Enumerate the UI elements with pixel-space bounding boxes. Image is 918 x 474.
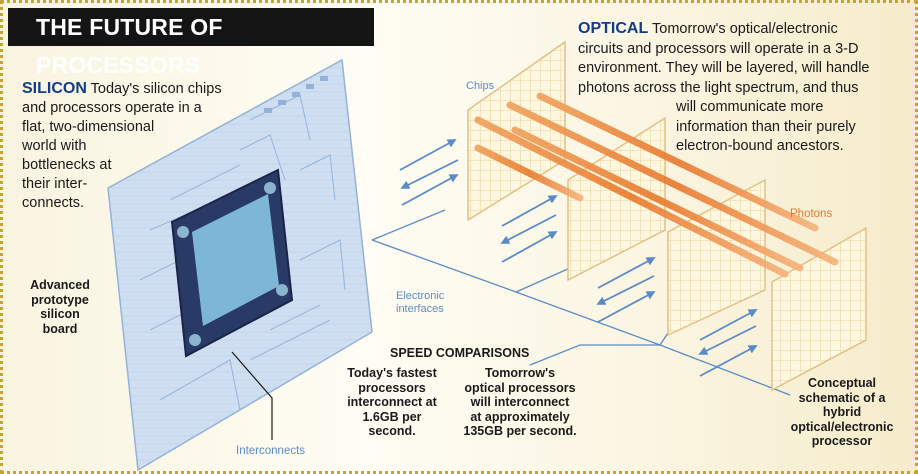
speed-today-line: 1.6GB per — [362, 409, 422, 424]
chip-panel-2 — [567, 116, 666, 282]
conceptual-line: optical/electronic — [790, 419, 894, 434]
speed-tomorrow-line: will interconnect — [470, 395, 570, 409]
speed-tomorrow: Tomorrow's optical processors will inter… — [456, 366, 584, 439]
electronic-interfaces-line: Electronic — [396, 290, 445, 302]
optical-schematic — [371, 40, 867, 396]
board-label-line: silicon — [40, 307, 80, 321]
silicon-line: their inter- — [22, 176, 88, 192]
electronic-interfaces-line: interfaces — [396, 303, 444, 315]
electronic-interface-lines — [371, 209, 791, 396]
silicon-line: world with — [22, 138, 87, 154]
chip-die — [192, 194, 279, 326]
silicon-line: Today's silicon chips — [90, 81, 222, 97]
optical-line: photons across the light spectrum, and t… — [578, 79, 859, 96]
conceptual-line: schematic of a — [798, 390, 886, 405]
interconnects-pointer — [231, 351, 273, 440]
board-pads — [264, 76, 328, 113]
speed-tomorrow-line: optical processors — [464, 380, 576, 395]
page-title: THE FUTURE OF PROCESSORS — [8, 8, 374, 78]
optical-line: information than their purely — [676, 118, 856, 135]
silicon-line: bottlenecks at — [22, 157, 112, 173]
silicon-line: and processors operate in a — [22, 100, 202, 116]
speed-tomorrow-line: 135GB per second. — [463, 424, 577, 438]
board-label-line: prototype — [31, 292, 89, 307]
photon-beams — [474, 92, 839, 278]
speed-today: Today's fastest processors interconnect … — [336, 366, 448, 439]
conceptual-line: Conceptual — [807, 376, 877, 390]
speed-comparisons-heading: SPEED COMPARISONS — [390, 346, 530, 360]
speed-today-line: Today's fastest — [347, 366, 437, 380]
optical-line: Tomorrow's optical/electronic — [652, 21, 838, 37]
silicon-line: flat, two-dimensional — [22, 119, 155, 135]
silicon-description: SILICON Today's silicon chips and proces… — [22, 79, 236, 213]
board-label-line: board — [42, 321, 78, 336]
board-label: Advanced prototype silicon board — [24, 278, 96, 336]
optical-line: will communicate more — [676, 99, 824, 115]
optical-description: OPTICAL Tomorrow's optical/electronic ci… — [578, 19, 908, 157]
conceptual-line: hybrid — [822, 405, 862, 419]
conceptual-line: processor — [811, 434, 873, 448]
silicon-heading: SILICON — [22, 80, 87, 97]
electronic-interfaces-label: Electronic interfaces — [396, 290, 444, 316]
board-label-line: Advanced — [30, 278, 90, 292]
chips-label: Chips — [466, 80, 495, 92]
speed-today-line: second. — [368, 424, 416, 438]
interconnects-label: Interconnects — [236, 445, 306, 457]
silicon-line: connects. — [22, 195, 85, 211]
speed-tomorrow-line: at approximately — [470, 409, 570, 424]
speed-today-line: processors — [358, 380, 426, 395]
optical-line: circuits and processors will operate in … — [578, 40, 859, 57]
optical-heading: OPTICAL — [578, 20, 649, 37]
conceptual-label: Conceptual schematic of a hybrid optical… — [778, 376, 906, 449]
speed-tomorrow-line: Tomorrow's — [484, 366, 556, 380]
optical-line: electron-bound ancestors. — [676, 138, 844, 154]
optical-line: environment. They will be layered, will … — [578, 60, 870, 76]
data-arrows — [399, 139, 758, 377]
silicon-board — [107, 58, 373, 472]
photons-label: Photons — [790, 208, 833, 220]
speed-today-line: interconnect at — [347, 395, 437, 409]
